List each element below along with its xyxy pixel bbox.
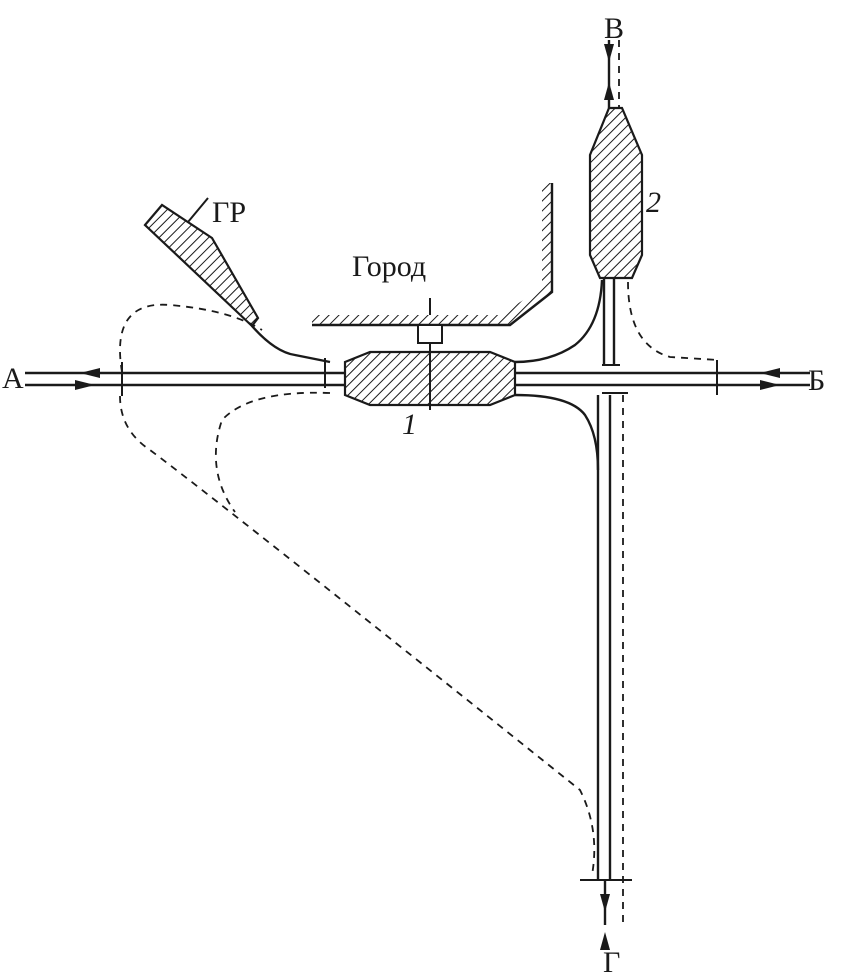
arrows-v	[604, 44, 614, 100]
dashed-bypasses	[119, 281, 719, 876]
end-markers	[121, 358, 718, 881]
label-b: Б	[808, 364, 825, 397]
label-v: В	[604, 12, 624, 45]
label-station-2: 2	[646, 186, 661, 219]
connecting-curves	[514, 279, 604, 471]
label-gr: ГР	[212, 196, 246, 229]
label-station-1: 1	[402, 408, 417, 441]
label-a: А	[2, 362, 24, 395]
label-g: Г	[603, 946, 620, 974]
arrows-a	[75, 368, 100, 390]
arrows-g	[600, 894, 610, 950]
gr-cargo-area	[143, 203, 260, 328]
arrows-b	[760, 368, 780, 390]
label-city: Город	[352, 250, 426, 283]
city-boundary	[312, 183, 554, 344]
station-2-yard	[588, 106, 644, 280]
